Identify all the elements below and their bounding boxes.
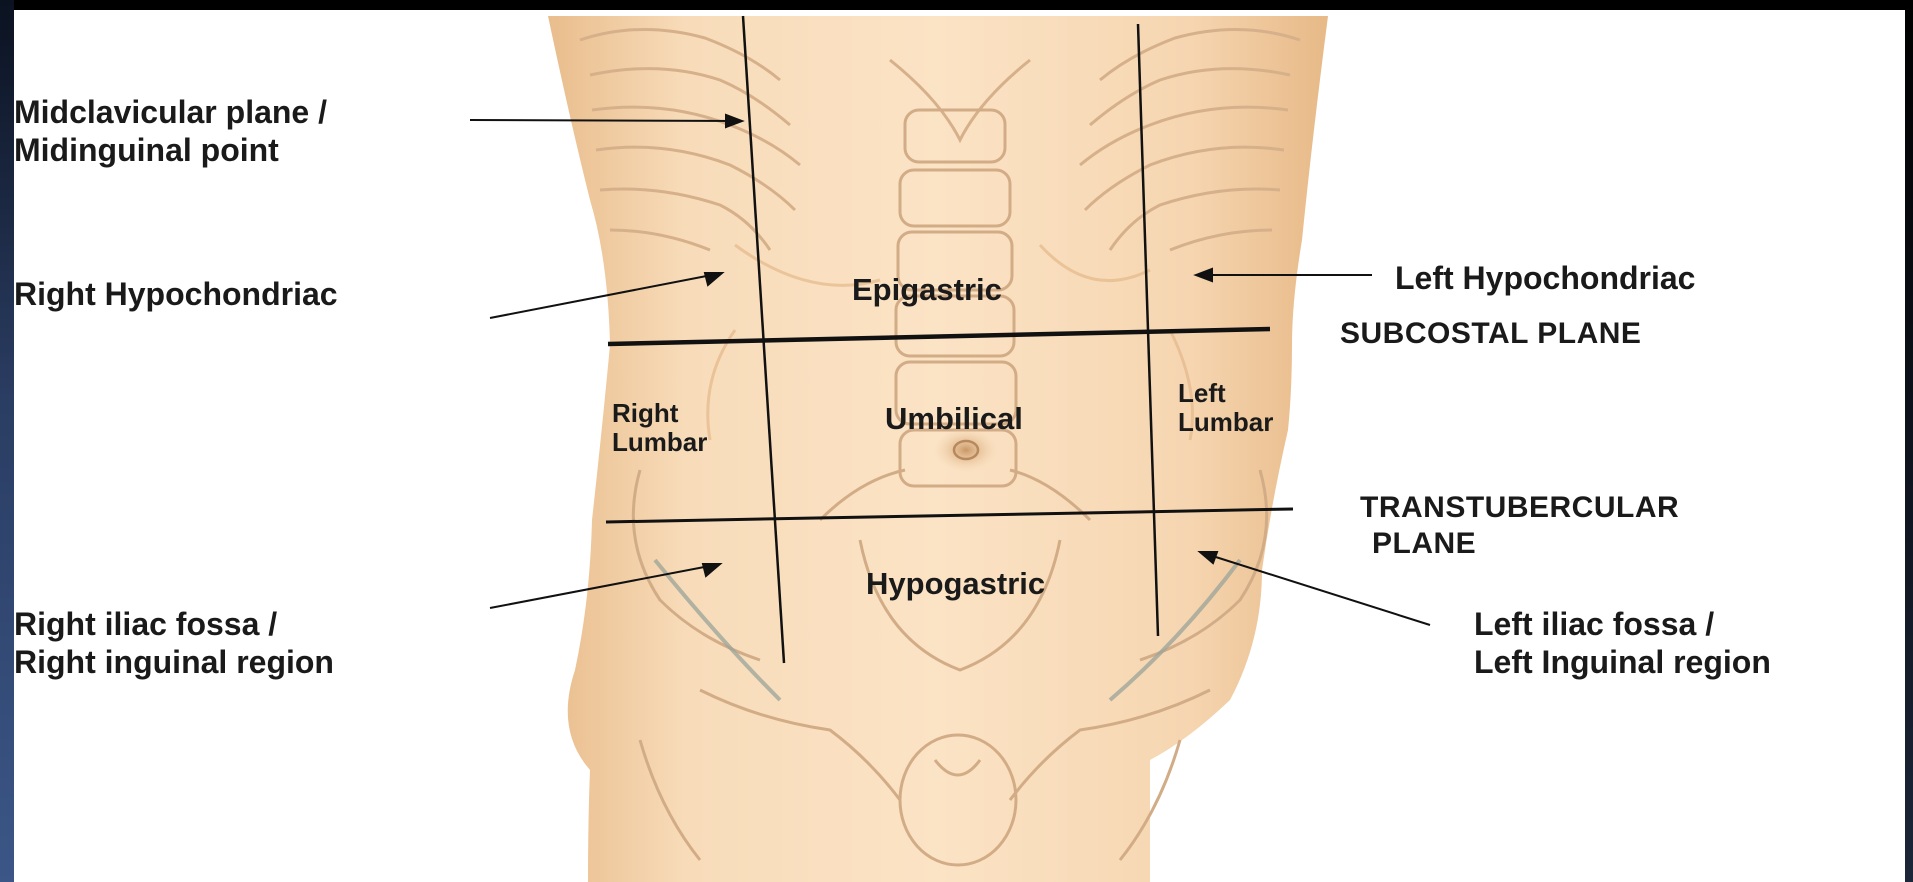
transtubercular-plane-label: TRANSTUBERCULAR PLANE — [1360, 490, 1679, 562]
right-hypochondriac-label: Right Hypochondriac — [14, 275, 338, 313]
midclavicular-label-line2: Midinguinal point — [14, 131, 327, 169]
left-lumbar-label-line1: Left — [1178, 379, 1273, 408]
right-lumbar-region-label: Right Lumbar — [612, 399, 707, 457]
left-lumbar-region-label: Left Lumbar — [1178, 379, 1273, 437]
left-hypochondriac-label: Left Hypochondriac — [1395, 259, 1695, 297]
umbilical-region-label: Umbilical — [885, 400, 1023, 437]
subcostal-plane-label: SUBCOSTAL PLANE — [1340, 316, 1641, 352]
left-iliac-label-line1: Left iliac fossa / — [1474, 605, 1771, 643]
transtubercular-label-line2: PLANE — [1360, 526, 1679, 562]
right-lumbar-label-line1: Right — [612, 399, 707, 428]
left-lumbar-label-line2: Lumbar — [1178, 408, 1273, 437]
right-lumbar-label-line2: Lumbar — [612, 428, 707, 457]
right-iliac-label-line1: Right iliac fossa / — [14, 605, 334, 643]
midclavicular-pointer-arrow — [470, 120, 742, 121]
left-iliac-fossa-label: Left iliac fossa / Left Inguinal region — [1474, 605, 1771, 682]
midclavicular-label-line1: Midclavicular plane / — [14, 93, 327, 131]
left-iliac-label-line2: Left Inguinal region — [1474, 643, 1771, 681]
midclavicular-plane-label: Midclavicular plane / Midinguinal point — [14, 93, 327, 170]
right-iliac-label-line2: Right inguinal region — [14, 643, 334, 681]
hypogastric-region-label: Hypogastric — [866, 565, 1045, 602]
right-iliac-fossa-label: Right iliac fossa / Right inguinal regio… — [14, 605, 334, 682]
transtubercular-label-line1: TRANSTUBERCULAR — [1360, 490, 1679, 526]
epigastric-region-label: Epigastric — [852, 271, 1002, 308]
